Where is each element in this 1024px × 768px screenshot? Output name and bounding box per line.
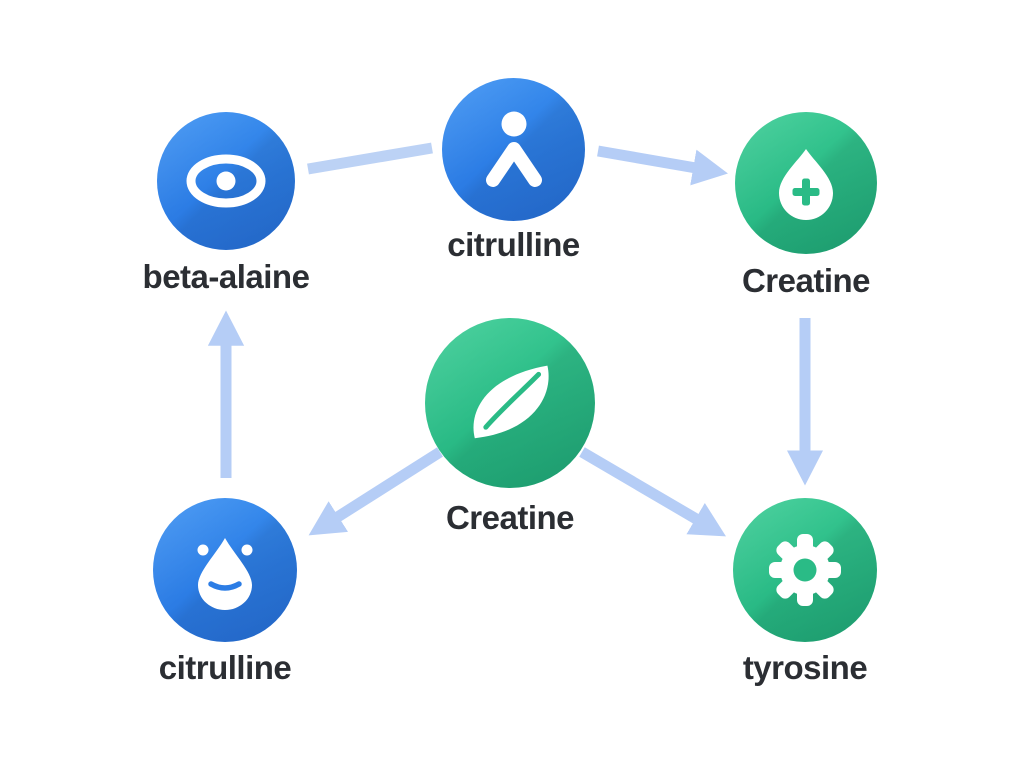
node-circle xyxy=(735,112,877,254)
edge-creatine-tyrosine-diag xyxy=(579,447,726,537)
node-beta-alaine: beta-alaine xyxy=(143,112,310,295)
edge-creatine-citrulline xyxy=(308,447,443,536)
gear-icon xyxy=(769,534,841,606)
node-creatine-top-right: Creatine xyxy=(735,112,877,299)
node-label: tyrosine xyxy=(742,649,868,686)
edge-citrulline-creatine xyxy=(597,145,728,186)
edge-betaalaine-citrulline xyxy=(307,142,433,175)
node-citrulline-top: citrulline xyxy=(442,78,585,263)
node-circle xyxy=(425,318,595,488)
node-citrulline-bottom: citrulline xyxy=(153,498,297,686)
node-tyrosine: tyrosine xyxy=(733,498,877,686)
node-circle xyxy=(442,78,585,221)
leaf-icon xyxy=(473,365,549,439)
drop-face-icon xyxy=(197,538,253,610)
node-label: Creatine xyxy=(445,499,575,536)
node-label: Creatine xyxy=(741,262,871,299)
node-circle xyxy=(733,498,877,642)
drop-plus-icon xyxy=(779,149,833,220)
node-circle xyxy=(157,112,295,250)
node-label: citrulline xyxy=(158,649,292,686)
eye-icon xyxy=(186,154,266,208)
node-creatine-center: Creatine xyxy=(425,318,595,536)
person-icon xyxy=(485,111,542,187)
node-circle xyxy=(153,498,297,642)
node-label: citrulline xyxy=(447,226,580,263)
node-label: beta-alaine xyxy=(142,258,310,295)
